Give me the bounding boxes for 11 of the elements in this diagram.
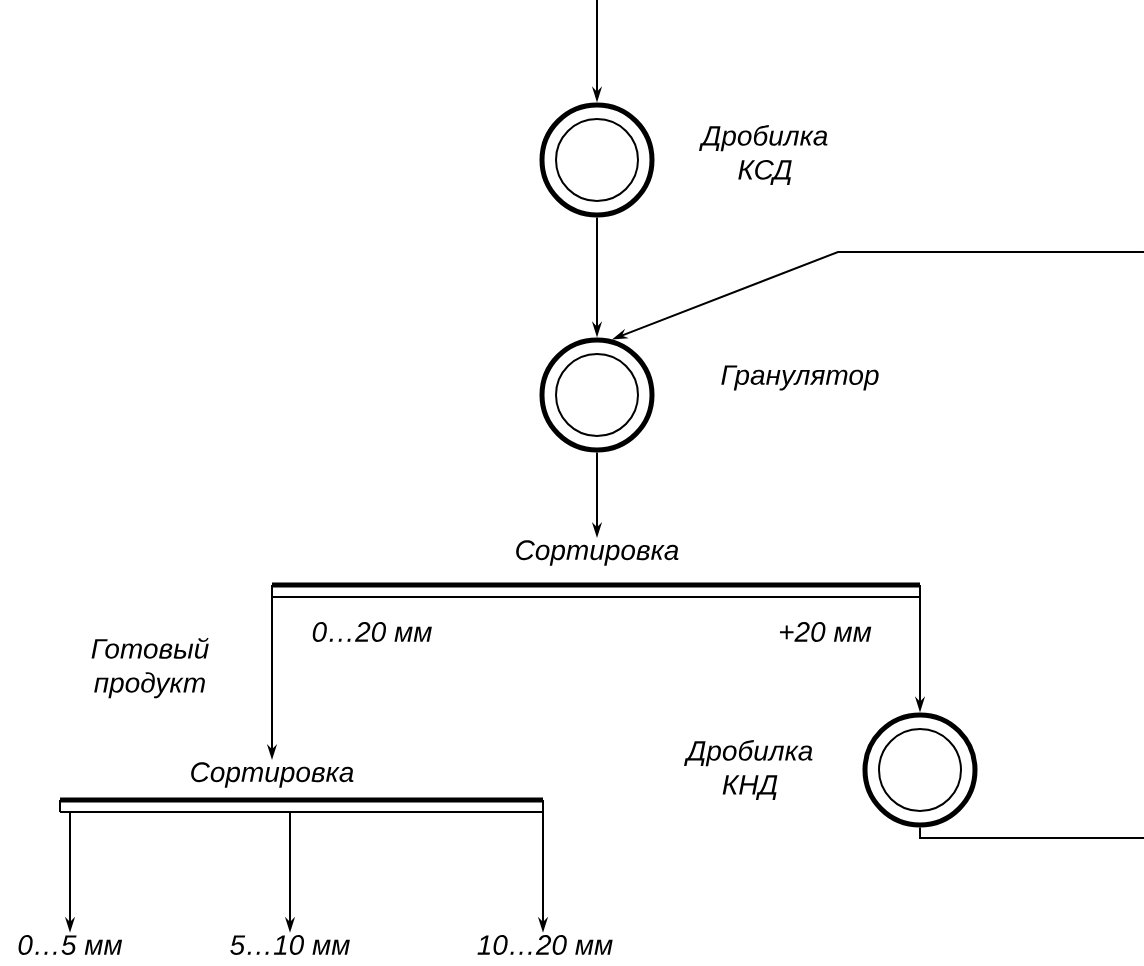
screen-label: Сортировка bbox=[191, 762, 354, 788]
product-label: 5…10 мм bbox=[230, 935, 350, 955]
product-label: 10…20 мм bbox=[477, 935, 613, 955]
equipment-label: Гранулятор bbox=[721, 365, 879, 391]
equipment-label: Дробилка КСД bbox=[699, 124, 828, 186]
product-note: Готовый продукт bbox=[91, 637, 209, 699]
edge-label: 0…20 мм bbox=[309, 620, 435, 644]
edge-label: +20 мм bbox=[776, 620, 874, 644]
screen-label: Сортировка bbox=[516, 540, 679, 566]
equipment-label: Дробилка КНД bbox=[684, 739, 813, 801]
product-label: 0…5 мм bbox=[18, 935, 123, 955]
